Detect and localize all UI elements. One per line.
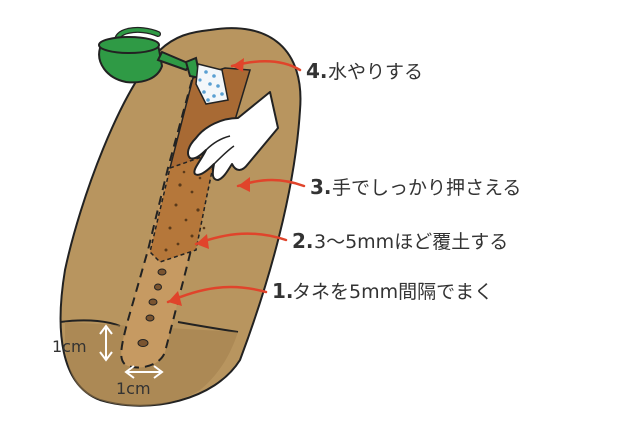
- depth-arrow: [99, 324, 113, 362]
- step-label-4: 4. 水やりする: [306, 59, 423, 83]
- soil-surface-line-right: [177, 321, 239, 333]
- callout-arrowheads: [168, 58, 250, 306]
- step-2-text: 3〜5mmほど覆土する: [314, 231, 508, 253]
- seed: [157, 268, 167, 276]
- soil-speckles: [164, 170, 206, 252]
- step-label-1: 1. タネを5mm間隔でまく: [272, 279, 493, 303]
- seed: [154, 283, 162, 291]
- water-spray: [195, 63, 229, 105]
- step-3-number: 3.: [310, 175, 332, 199]
- step-4-number: 4.: [306, 59, 328, 83]
- step-4-text: 水やりする: [328, 61, 423, 83]
- covered-soil-strip: [149, 150, 218, 263]
- step-3-text: 手でしっかり押さえる: [332, 177, 521, 199]
- step-1-text: タネを5mm間隔でまく: [292, 281, 493, 303]
- step-label-2: 2. 3〜5mmほど覆土する: [292, 229, 508, 253]
- depth-label: 1cm: [52, 337, 87, 356]
- step-1-number: 1.: [272, 279, 294, 303]
- seed: [145, 314, 155, 322]
- seed: [148, 298, 158, 306]
- hand-icon: [187, 91, 279, 181]
- width-label: 1cm: [116, 379, 151, 398]
- seeds: [137, 268, 167, 347]
- soil-surface-line: [59, 319, 121, 327]
- step-label-3: 3. 手でしっかり押さえる: [310, 175, 521, 199]
- width-arrow: [124, 365, 164, 379]
- seed: [137, 339, 149, 347]
- step-2-number: 2.: [292, 229, 314, 253]
